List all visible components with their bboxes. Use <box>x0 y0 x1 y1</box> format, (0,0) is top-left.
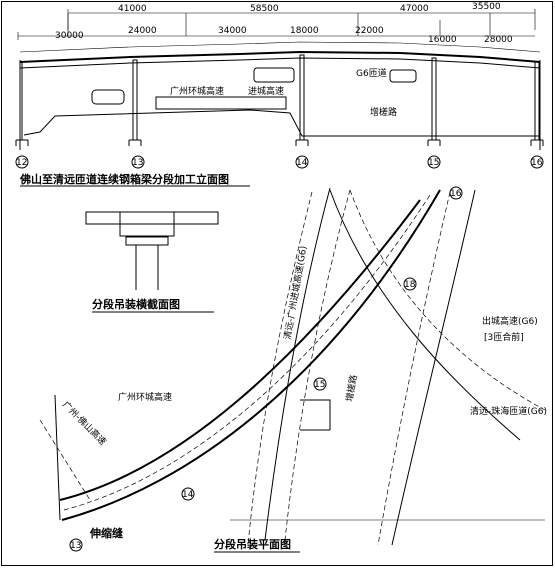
label-ramp-merge: [3匝合前] <box>484 331 524 343</box>
label-qingyuan-zhuhai-ramp: 清远-珠海匝道(G6) <box>470 405 547 417</box>
dim-18000: 18000 <box>290 26 319 36</box>
plan-pier-id-18: 18 <box>404 280 416 290</box>
cross-section-view <box>85 211 219 290</box>
elevation-view <box>15 50 544 150</box>
dim-58500: 58500 <box>250 4 279 14</box>
label-zengcha-road-plan: 增槎路 <box>343 374 360 403</box>
plan-pier-id-15: 15 <box>314 380 325 390</box>
pier-markers-plan: 16 18 15 14 13 <box>69 186 463 552</box>
pier-id-14: 14 <box>296 158 308 168</box>
dim-35500: 35500 <box>472 2 501 12</box>
dimension-texts: 41000 58500 47000 35500 24000 34000 1800… <box>55 2 513 45</box>
label-guangzhou-ring-expressway: 广州环城高速 <box>170 85 224 97</box>
dim-41000: 41000 <box>118 4 147 14</box>
dim-24000: 24000 <box>128 26 157 36</box>
plan-title: 分段吊装平面图 <box>214 537 291 551</box>
label-city-expressway: 进城高速 <box>248 85 284 97</box>
pier-markers-elevation: 12 13 14 15 16 <box>15 155 544 169</box>
plan-view <box>39 187 546 546</box>
pier-id-15: 15 <box>428 158 439 168</box>
elevation-labels: 广州环城高速 进城高速 G6匝道 增槎路 <box>170 67 397 118</box>
dim-22000: 22000 <box>355 26 384 36</box>
pier-id-13: 13 <box>132 158 143 168</box>
section-title: 分段吊装横截面图 <box>92 297 180 311</box>
elevation-title: 佛山至清远匝道连续钢箱梁分段加工立面图 <box>19 172 229 186</box>
dimension-lines <box>17 9 541 53</box>
plan-pier-id-17: 16 <box>450 189 462 199</box>
dim-28000: 28000 <box>484 35 513 45</box>
dim-16000: 16000 <box>428 35 457 45</box>
plan-pier-id-13: 13 <box>70 541 81 551</box>
label-guangzhou-ring-expressway-plan: 广州环城高速 <box>118 391 172 403</box>
label-expansion-joint: 伸缩缝 <box>89 526 123 540</box>
label-outbound-expressway: 出城高速(G6) <box>482 315 538 327</box>
plan-road-labels: 清远-广州进城高速(G6) 增槎路 广州环城高速 广州-佛山高速 出城高速(G6… <box>60 245 547 540</box>
dim-30000: 30000 <box>55 31 84 41</box>
label-guangzhou-foshan-expressway: 广州-佛山高速 <box>60 399 109 448</box>
pier-id-12: 12 <box>16 158 27 168</box>
dim-47000: 47000 <box>400 4 429 14</box>
label-g6-ramp: G6匝道 <box>356 67 387 79</box>
label-zengcha-road: 增槎路 <box>370 106 397 118</box>
pier-id-16: 16 <box>531 158 543 168</box>
dim-34000: 34000 <box>218 26 247 36</box>
plan-pier-id-14: 14 <box>182 490 194 500</box>
